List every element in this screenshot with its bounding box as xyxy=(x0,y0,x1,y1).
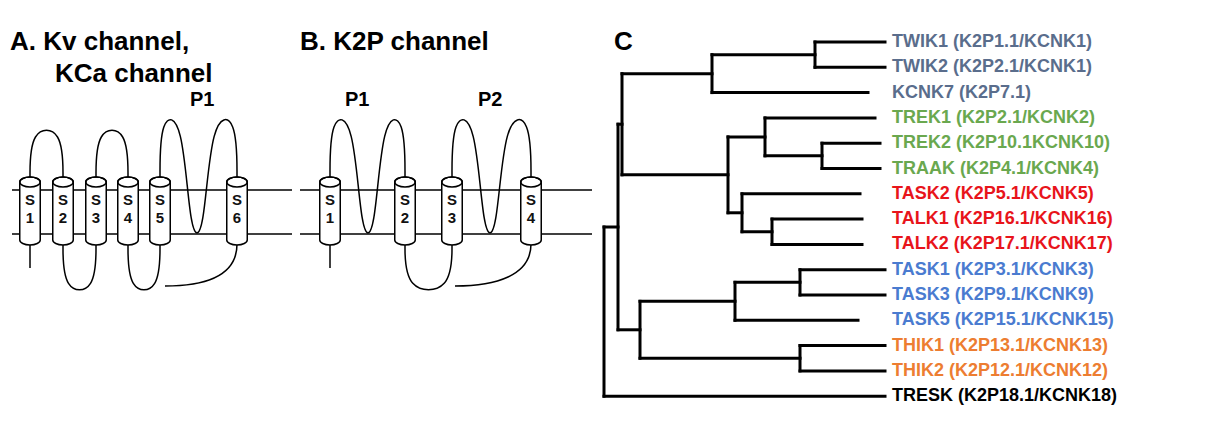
tree-branch xyxy=(800,294,885,297)
loop-connector xyxy=(63,240,96,290)
tree-branch xyxy=(728,211,742,214)
helix-label: S 3 xyxy=(90,176,103,227)
loop-connector xyxy=(452,120,531,233)
tree-leaf-label: THIK2 (K2P12.1/KCNK12) xyxy=(892,360,1108,381)
loop-connector xyxy=(160,120,237,233)
tree-leaf-label: TRAAK (K2P4.1/KCNK4) xyxy=(892,158,1099,179)
helix-cylinder: S 3 xyxy=(85,176,107,246)
n-terminus xyxy=(329,244,331,268)
tree-branch xyxy=(741,194,744,232)
tree-leaf-label: KCNK7 (K2P7.1) xyxy=(892,82,1031,103)
helix-cylinder: S 1 xyxy=(19,176,41,246)
tree-branch xyxy=(822,142,880,145)
tree-branch xyxy=(711,55,714,93)
tree-branch xyxy=(814,42,817,67)
tree-leaf-label: TWIK2 (K2P2.1/KCNK1) xyxy=(892,56,1092,77)
helix-cylinder: S 3 xyxy=(441,176,463,246)
tree-leaf-label: TREK1 (K2P2.1/KCNK2) xyxy=(892,107,1095,128)
tree-branch xyxy=(640,300,735,303)
tree-branch xyxy=(771,219,774,244)
helix-cylinder: S 6 xyxy=(226,176,248,246)
helix-cylinder: S 2 xyxy=(52,176,74,246)
panel-title: C xyxy=(614,27,633,57)
tree-branch xyxy=(735,319,858,322)
tree-leaf-label: TALK1 (K2P16.1/KCNK16) xyxy=(892,208,1113,229)
tree-branch xyxy=(822,167,880,170)
tree-branch xyxy=(603,227,606,396)
helix-cylinder: S 1 xyxy=(319,176,341,246)
panel-title: KCa channel xyxy=(55,59,213,89)
tree-branch xyxy=(800,344,885,347)
c-terminus xyxy=(165,244,237,286)
tree-branch xyxy=(622,173,728,176)
tree-branch xyxy=(821,143,824,168)
tree-branch xyxy=(765,116,875,119)
tree-branch xyxy=(728,135,765,138)
phylogenetic-tree xyxy=(604,42,885,396)
tree-branch xyxy=(742,192,860,195)
helix-label: S 6 xyxy=(231,176,244,227)
tree-branch xyxy=(799,346,802,371)
tree-leaf-label: TWIK1 (K2P1.1/KCNK1) xyxy=(892,31,1092,52)
tree-leaf-label: TASK5 (K2P15.1/KCNK15) xyxy=(892,309,1114,330)
tree-branch xyxy=(712,53,815,56)
helix-label: S 1 xyxy=(24,176,37,227)
pore-label: P2 xyxy=(478,88,502,111)
tree-branch xyxy=(712,91,868,94)
tree-branch xyxy=(639,301,642,358)
loop-connector xyxy=(128,240,160,290)
tree-branch xyxy=(735,281,800,284)
loop-connector xyxy=(30,130,63,182)
c-terminus xyxy=(455,244,531,286)
helix-label: S 5 xyxy=(154,176,167,227)
tree-branch xyxy=(815,66,885,69)
tree-branch xyxy=(727,137,730,213)
tree-branch xyxy=(604,395,885,398)
panel-title: B. K2P channel xyxy=(300,27,489,57)
tree-branch xyxy=(622,72,712,75)
tree-branch xyxy=(618,328,640,331)
tree-leaf-label: TALK2 (K2P17.1/KCNK17) xyxy=(892,233,1113,254)
tree-branch xyxy=(800,268,885,271)
pore-label: P1 xyxy=(345,88,369,111)
pore-label: P1 xyxy=(190,88,214,111)
helix-label: S 2 xyxy=(57,176,70,227)
helix-cylinder: S 4 xyxy=(520,176,542,246)
n-terminus xyxy=(29,244,31,268)
tree-branch xyxy=(815,41,885,44)
loop-connector xyxy=(96,130,128,182)
helix-label: S 1 xyxy=(324,176,337,227)
tree-branch xyxy=(617,124,620,330)
tree-branch xyxy=(621,74,624,175)
helix-label: S 4 xyxy=(122,176,135,227)
tree-branch xyxy=(604,226,618,229)
tree-leaf-label: TREK2 (K2P10.1KCNK10) xyxy=(892,132,1110,153)
tree-branch xyxy=(800,369,885,372)
tree-leaf-label: TASK1 (K2P3.1/KCNK3) xyxy=(892,259,1094,280)
tree-leaf-label: TASK2 (K2P5.1/KCNK5) xyxy=(892,183,1094,204)
helix-cylinder: S 4 xyxy=(117,176,139,246)
tree-leaf-label: TRESK (K2P18.1/KCNK18) xyxy=(892,385,1117,406)
helix-label: S 3 xyxy=(446,176,459,227)
tree-branch xyxy=(799,270,802,295)
tree-branch xyxy=(772,218,862,221)
tree-branch xyxy=(772,243,862,246)
panel-title: A. Kv channel, xyxy=(10,27,189,57)
tree-leaf-label: TASK3 (K2P9.1/KCNK9) xyxy=(892,284,1094,305)
loop-connector xyxy=(330,120,405,233)
loop-connector xyxy=(405,240,452,290)
tree-branch xyxy=(734,282,737,320)
tree-branch xyxy=(640,357,800,360)
helix-label: S 4 xyxy=(525,176,538,227)
helix-cylinder: S 5 xyxy=(149,176,171,246)
helix-label: S 2 xyxy=(399,176,412,227)
tree-leaf-label: THIK1 (K2P13.1/KCNK13) xyxy=(892,335,1108,356)
tree-branch xyxy=(742,230,772,233)
helix-cylinder: S 2 xyxy=(394,176,416,246)
tree-branch xyxy=(764,118,767,156)
tree-branch xyxy=(765,154,822,157)
